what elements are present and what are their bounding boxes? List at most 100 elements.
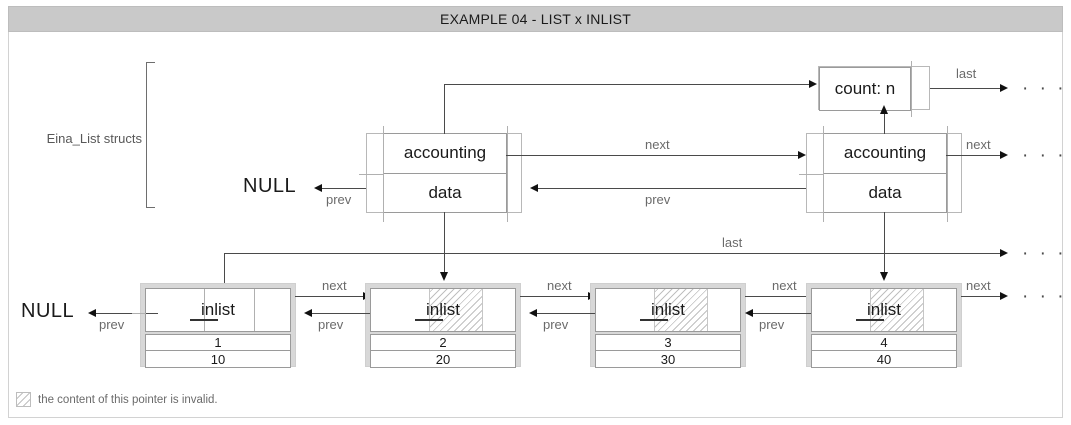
struct-next-label: next (645, 137, 670, 152)
node-3-value-b: 30 (660, 351, 676, 367)
struct-2-inner: accounting data (823, 133, 947, 213)
struct-2-right-port (947, 126, 948, 222)
legend: the content of this pointer is invalid. (16, 392, 218, 407)
struct-2-next-line (946, 155, 1002, 156)
struct-1-null-arrowhead (314, 183, 322, 192)
node-4-next-label: next (966, 278, 991, 293)
eina-list-bracket (146, 62, 155, 208)
struct-2-accounting: accounting (824, 134, 946, 174)
count-last-ellipsis: · · · (1022, 78, 1067, 99)
node-3-values: 3 30 (595, 334, 741, 368)
node-4-next-line (961, 296, 1002, 297)
node-4-prev-label: prev (759, 317, 785, 332)
node-2-value-a: 2 (371, 335, 515, 351)
last-long-label: last (722, 235, 743, 250)
node-1-label: inlist (200, 300, 235, 319)
node-1-value-a: 1 (146, 335, 290, 351)
count-last-label: last (956, 66, 977, 81)
legend-text: the content of this pointer is invalid. (38, 393, 218, 406)
eina-list-structs-label: Eina_List structs (46, 131, 142, 146)
struct-1-node2-vline (444, 212, 445, 274)
last-long-hline (224, 253, 1002, 254)
struct-2-next-ellipsis: · · · (1022, 145, 1067, 166)
struct-1-left-port (383, 126, 384, 222)
node-4-invalid-hatch-icon (870, 289, 924, 331)
struct-next-arrowhead (798, 150, 806, 159)
struct-2: accounting data (799, 126, 962, 222)
node-4-next-arrowhead (1000, 291, 1008, 300)
struct-1-node2-arrowhead (439, 272, 448, 281)
struct-2-node4-vline (884, 212, 885, 274)
node-3: inlist 3 30 (590, 283, 746, 368)
node-3-next-line (745, 296, 815, 297)
node-3-value-a: 3 (596, 335, 740, 351)
struct-1-accounting: accounting (384, 134, 506, 174)
struct-2-data: data (868, 182, 902, 202)
struct-prev-line (538, 188, 806, 189)
last-long-ellipsis: · · · (1022, 243, 1067, 264)
node-2-underline (415, 319, 443, 321)
node-4-underline (856, 319, 884, 321)
node-2-values: 2 20 (370, 334, 516, 368)
struct-2-node4-arrowhead (879, 272, 888, 281)
node-1-value-b: 10 (210, 351, 226, 367)
node-3-invalid-hatch-icon (654, 289, 708, 331)
node-1-prev-label: prev (99, 317, 125, 332)
title-bar: EXAMPLE 04 - LIST x INLIST (8, 6, 1063, 32)
node-2-prev-arrowhead (304, 308, 312, 317)
page-title: EXAMPLE 04 - LIST x INLIST (440, 11, 631, 27)
struct-2-left-port (823, 126, 824, 222)
node-3-top: inlist (595, 288, 741, 332)
struct-2-next-label: next (966, 137, 991, 152)
node-4-values: 4 40 (811, 334, 957, 368)
node-3-prev-label: prev (543, 317, 569, 332)
node-3-prev-line (537, 313, 595, 314)
node-1-next-line (295, 296, 365, 297)
struct-prev-arrowhead (530, 183, 538, 192)
node-4-prev-arrowhead (745, 308, 753, 317)
node-1-divider-right (254, 289, 255, 331)
node-2: inlist 2 20 (365, 283, 521, 368)
last-long-vline (224, 253, 225, 291)
node-1-null-arrowhead (88, 308, 96, 317)
node-4-value-b: 40 (876, 351, 892, 367)
node-4-label: inlist (866, 300, 901, 319)
hatched-invalid-icon (16, 392, 31, 407)
struct-1: accounting data (359, 126, 522, 222)
null-label-bottom: NULL (21, 300, 75, 322)
last-long-arrowhead (1000, 248, 1008, 257)
struct-2-prev-port (799, 174, 823, 175)
count-last-line (930, 88, 1002, 89)
node-1: inlist 1 10 (140, 283, 296, 368)
node-3-underline (640, 319, 668, 321)
struct-1-data: data (428, 182, 462, 202)
node-3-label: inlist (650, 300, 685, 319)
count-last-arrowhead (1000, 83, 1008, 92)
node-1-left-port (132, 313, 146, 314)
struct-2-next-arrowhead (1000, 150, 1008, 159)
count-box: count: n (818, 61, 930, 117)
node-1-null-line (96, 313, 158, 314)
node-3-prev-arrowhead (529, 308, 537, 317)
node-2-invalid-hatch-icon (429, 289, 483, 331)
struct-1-count-arrowhead (809, 79, 817, 88)
null-label-top: NULL (243, 175, 297, 197)
struct-1-count-vline (444, 84, 445, 134)
struct-1-inner: accounting data (383, 133, 507, 213)
struct-1-right-port (507, 126, 508, 222)
node-2-value-b: 20 (435, 351, 451, 367)
struct-1-count-hline (444, 84, 810, 85)
struct-1-prev-port (359, 174, 383, 175)
struct-1-null-prev-label: prev (326, 192, 352, 207)
struct-2-count-arrowhead (879, 105, 888, 114)
node-4: inlist 4 40 (806, 283, 962, 368)
node-1-underline (190, 319, 218, 321)
node-2-top: inlist (370, 288, 516, 332)
node-2-next-label: next (547, 278, 572, 293)
struct-2-count-vline (884, 110, 885, 134)
node-1-next-label: next (322, 278, 347, 293)
count-box-right-port (911, 61, 912, 117)
node-2-next-line (520, 296, 590, 297)
node-2-prev-line (312, 313, 370, 314)
node-4-prev-line (753, 313, 811, 314)
